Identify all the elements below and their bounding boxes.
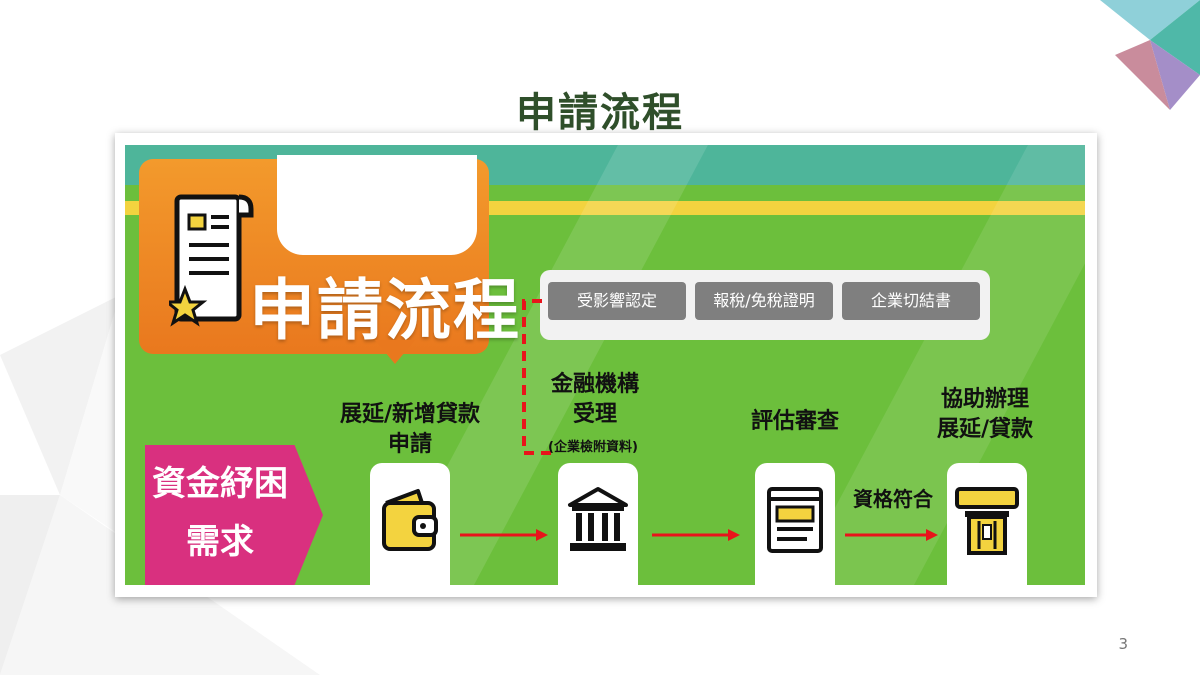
step-line: 申請	[387, 432, 432, 457]
need-line2: 需求	[186, 522, 254, 562]
flow-arrow	[845, 529, 938, 541]
card-payment-icon	[955, 487, 1019, 555]
title-card-notch	[277, 155, 477, 255]
dashed-connector	[522, 299, 552, 455]
title-card-tail	[375, 340, 415, 364]
step-card-review	[755, 463, 835, 585]
step-label-apply: 展延/新增貸款 申請	[335, 400, 485, 460]
process-diagram: 申請流程 受影響認定 報稅/免稅證明 企業切結書 資金紓困 需求 展延/新增貸款…	[125, 145, 1085, 585]
step-label-bank: 金融機構 受理	[525, 370, 665, 430]
document-tag: 企業切結書	[842, 282, 980, 320]
step-line: 協助辦理	[940, 387, 1029, 412]
step-label-review: 評估審查	[725, 407, 865, 437]
document-tag: 受影響認定	[548, 282, 686, 320]
document-review-icon	[767, 487, 823, 553]
diagram-title: 申請流程	[249, 272, 521, 349]
step-line: 受理	[572, 402, 617, 427]
page-number: 3	[1118, 635, 1128, 653]
step-card-apply	[370, 463, 450, 585]
page-title: 申請流程	[516, 90, 684, 136]
step-line: 評估審查	[750, 409, 839, 434]
bank-icon	[568, 487, 628, 551]
scroll-document-icon	[169, 194, 254, 327]
required-documents-panel: 受影響認定 報稅/免稅證明 企業切結書	[540, 270, 990, 340]
step-line: 展延/新增貸款	[339, 402, 481, 427]
step-card-assist	[947, 463, 1027, 585]
step-line: 展延/貸款	[936, 417, 1034, 442]
diagram-title-card: 申請流程	[139, 155, 519, 354]
corner-decoration	[1100, 0, 1200, 110]
flow-arrow	[460, 529, 548, 541]
wallet-icon	[382, 489, 438, 551]
need-line1: 資金紓困	[152, 464, 288, 504]
funding-need-text: 資金紓困 需求	[145, 455, 295, 571]
funding-need-box: 資金紓困 需求	[145, 445, 323, 585]
qualify-label: 資格符合	[853, 487, 933, 511]
step-label-assist: 協助辦理 展延/貸款	[915, 385, 1055, 445]
step-line: 金融機構	[550, 372, 639, 397]
flow-arrow	[652, 529, 740, 541]
document-tag: 報稅/免稅證明	[695, 282, 833, 320]
step-note: (企業檢附資料)	[548, 440, 638, 455]
step-card-bank	[558, 463, 638, 585]
process-diagram-frame: 申請流程 受影響認定 報稅/免稅證明 企業切結書 資金紓困 需求 展延/新增貸款…	[115, 133, 1097, 597]
